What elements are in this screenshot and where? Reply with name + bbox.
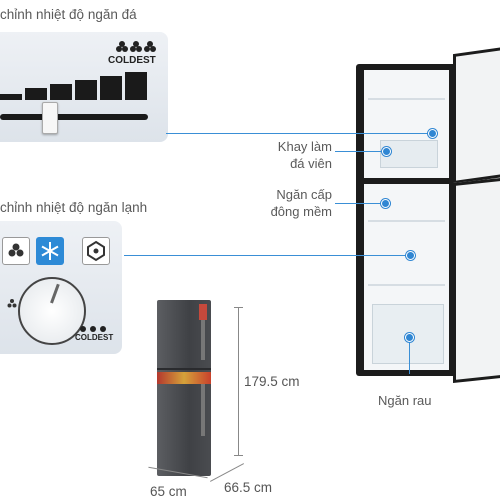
level-bar-6 <box>125 72 147 100</box>
energy-label <box>199 304 207 320</box>
ice-tray-line <box>335 151 385 152</box>
level-bar-1 <box>0 94 22 100</box>
fridge-callout-dot <box>406 251 415 260</box>
vegetable-label: Ngăn rau <box>378 393 432 408</box>
soft-freeze-label: Ngăn cấp đông mềm <box>270 187 332 219</box>
freezer-handle <box>201 320 205 360</box>
cube-icon <box>82 237 110 265</box>
vegetable-line <box>409 338 410 374</box>
ice-tray-label: Khay làm đá viên <box>277 139 332 171</box>
coldest-snow-icon <box>78 321 112 339</box>
fridge-compartment <box>364 184 449 370</box>
freezer-compartment <box>364 70 449 178</box>
slider-thumb[interactable] <box>42 102 58 134</box>
fridge-door <box>453 176 500 384</box>
leaf-mode-icon <box>2 237 30 265</box>
small-leaf-icon <box>6 297 18 315</box>
open-fridge-image <box>356 64 457 376</box>
fridge-temp-caption: chỉnh nhiệt độ ngăn lạnh <box>0 200 148 215</box>
coldest-label-small: COLDEST <box>75 333 114 342</box>
level-bar-3 <box>50 84 72 100</box>
brand-sticker <box>157 372 211 384</box>
fridge-callout-line <box>124 255 409 256</box>
coldest-label: COLDEST <box>108 55 156 66</box>
level-bar-2 <box>25 88 47 100</box>
fridge-control-panel: COLDEST <box>0 221 122 354</box>
level-bar-5 <box>100 76 122 100</box>
snowflake-icon <box>36 237 64 265</box>
depth-dimension: 66.5 cm <box>224 480 273 495</box>
soft-freeze-line <box>335 203 385 204</box>
soft-freeze-dot <box>381 199 390 208</box>
fridge-handle <box>201 376 205 436</box>
snowflake-cluster-icon <box>115 40 159 59</box>
ice-tray-dot <box>382 147 391 156</box>
height-dim-line <box>238 307 239 455</box>
temperature-dial[interactable] <box>18 277 86 345</box>
width-dimension: 65 cm <box>150 484 187 499</box>
vegetable-drawer <box>372 304 444 364</box>
closed-fridge-image <box>157 300 211 476</box>
slider-track <box>0 114 148 120</box>
freezer-callout-line <box>166 133 431 134</box>
vegetable-dot <box>405 333 414 342</box>
dial-pointer <box>50 283 60 304</box>
freezer-control-panel: COLDEST <box>0 32 168 142</box>
freezer-callout-dot <box>428 129 437 138</box>
level-bar-4 <box>75 80 97 100</box>
freezer-door <box>453 45 500 185</box>
height-dimension: 179.5 cm <box>244 374 300 389</box>
freezer-temp-caption: chỉnh nhiệt độ ngăn đá <box>0 7 137 22</box>
